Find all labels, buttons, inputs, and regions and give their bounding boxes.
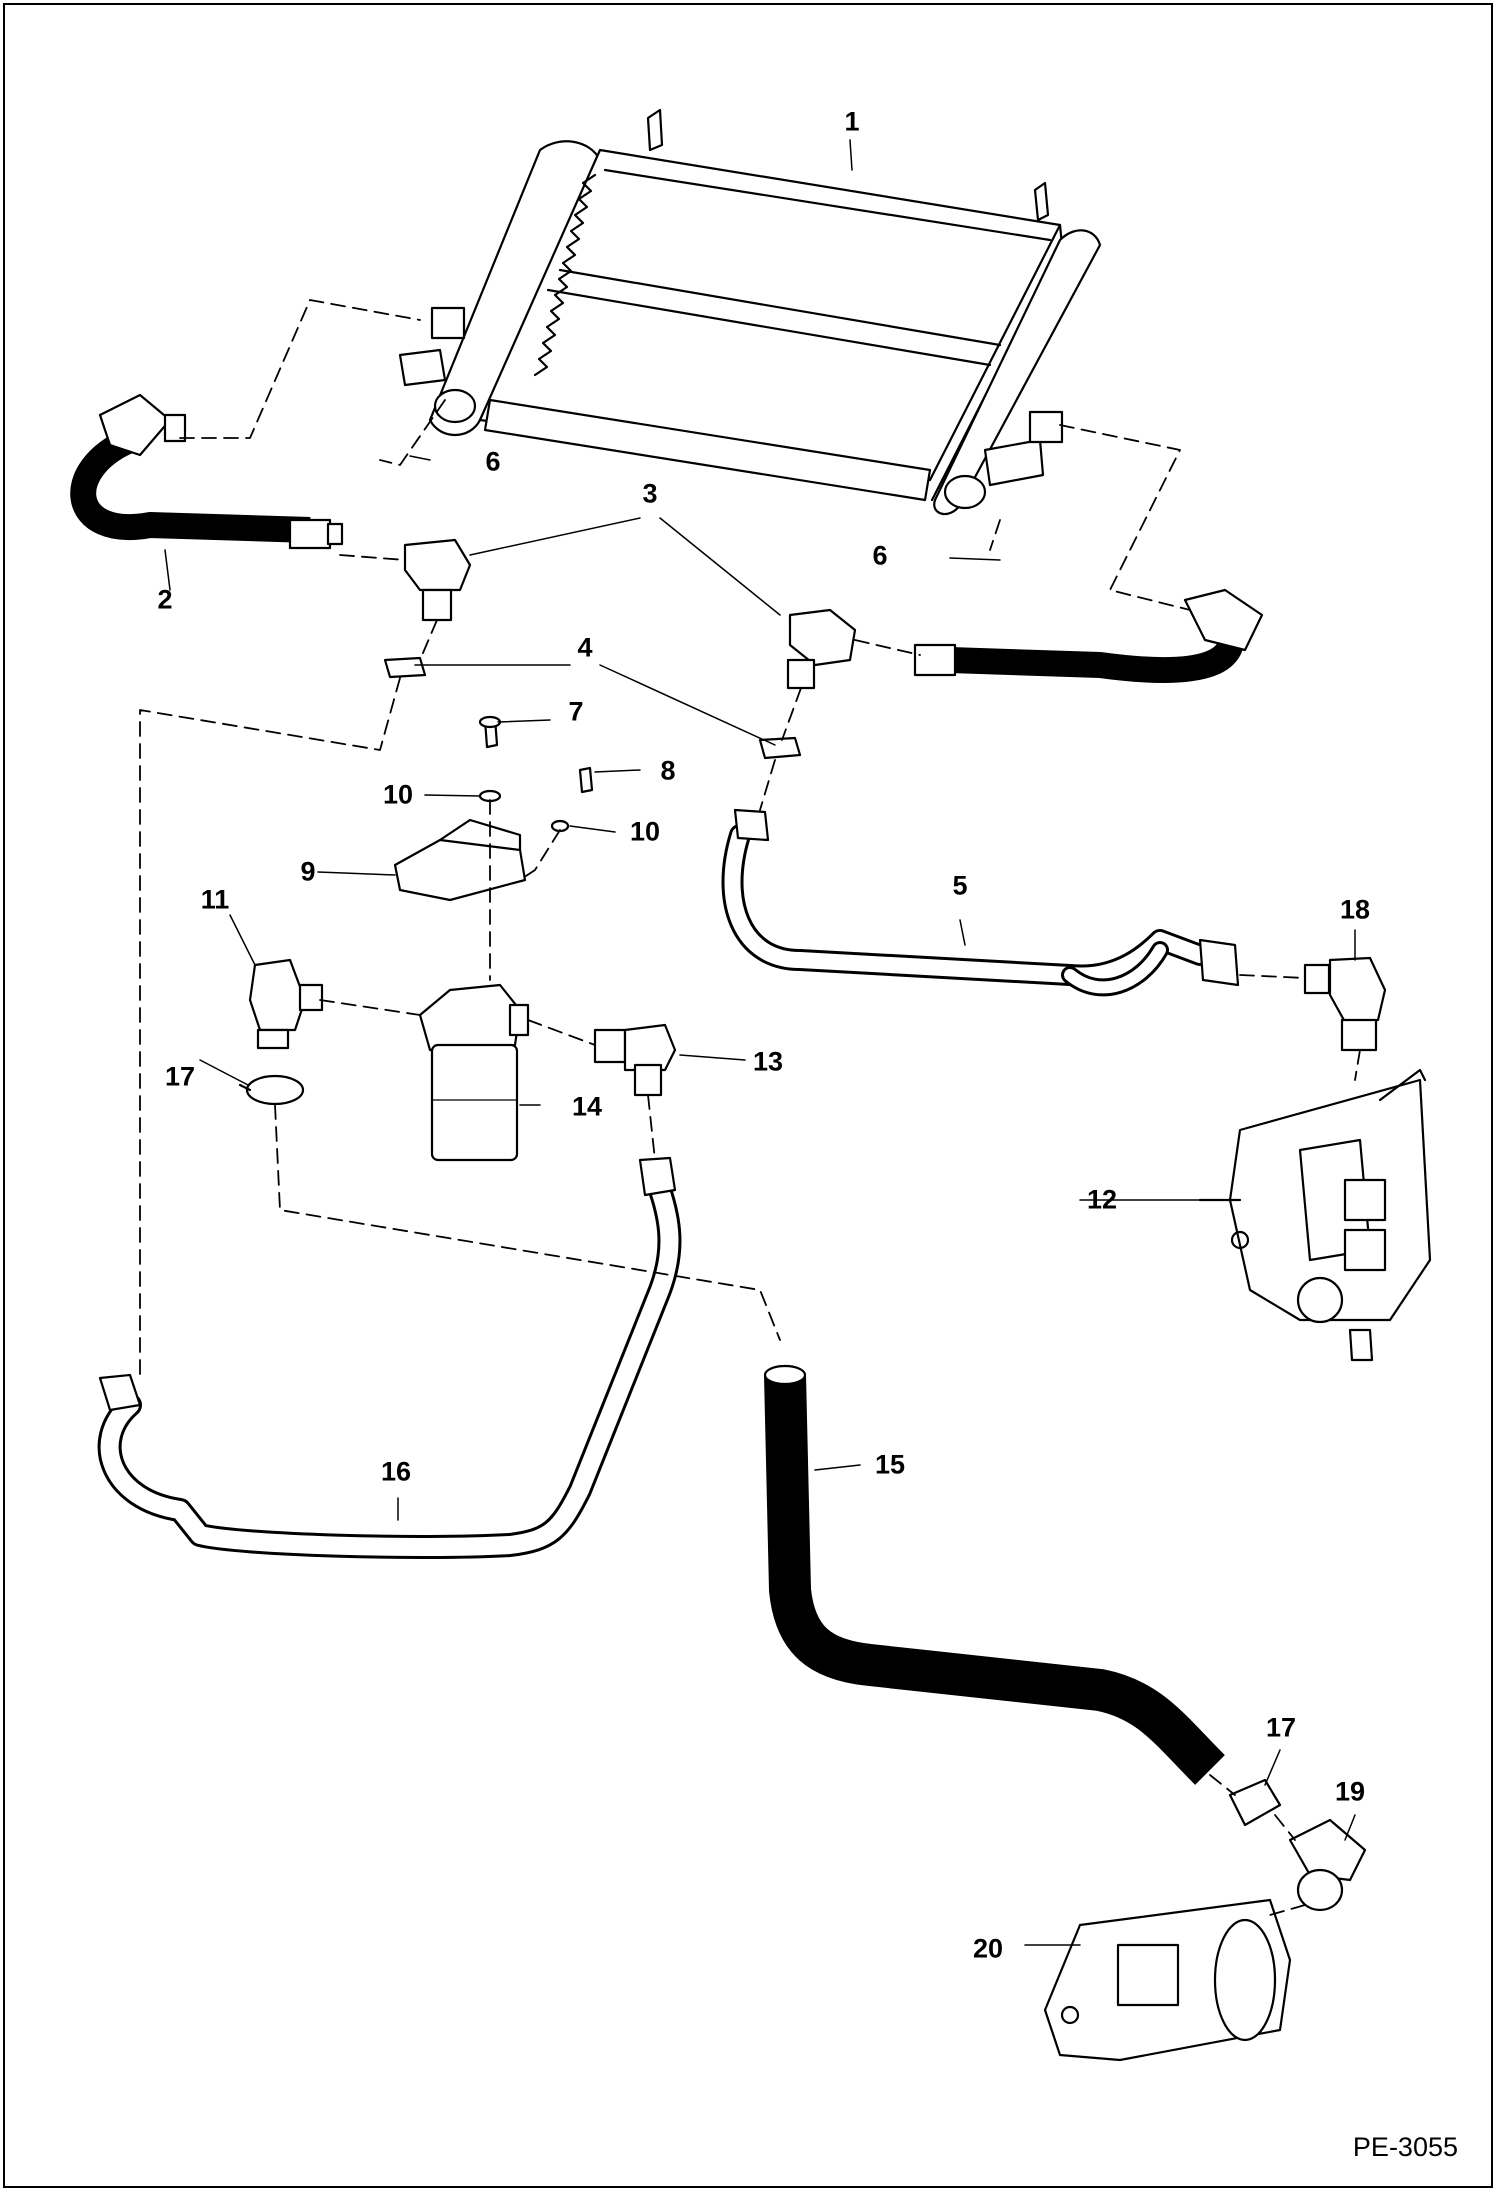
hose-right	[913, 588, 1264, 684]
control-valve	[1198, 1068, 1432, 1362]
callout-19: 19	[1334, 1776, 1366, 1807]
callout-10-right: 10	[629, 816, 661, 847]
callout-7: 7	[568, 696, 584, 727]
callout-17-lower: 17	[1265, 1712, 1297, 1743]
callout-6-lower: 6	[872, 540, 888, 571]
fitting-19	[1288, 1818, 1367, 1912]
hose-clamp-lower	[1228, 1778, 1282, 1827]
elbow-fitting-18	[1303, 956, 1387, 1052]
hose-clamp	[238, 1074, 305, 1106]
tube-left	[97, 1156, 682, 1559]
elbow-fitting-11	[248, 958, 324, 1050]
assembly-dashed-lines	[139, 299, 1361, 1916]
callout-3: 3	[642, 478, 658, 509]
callout-2: 2	[157, 584, 173, 615]
callout-4: 4	[577, 632, 593, 663]
callout-8: 8	[660, 755, 676, 786]
oil-filter	[418, 983, 530, 1162]
callout-12: 12	[1086, 1184, 1118, 1215]
callout-13: 13	[752, 1046, 784, 1077]
tube-right	[721, 808, 1240, 997]
callout-20: 20	[972, 1933, 1004, 1964]
tee-fitting	[593, 1023, 677, 1097]
hydraulic-pump	[1043, 1898, 1292, 2062]
elbow-fitting-left	[383, 538, 472, 679]
callout-16: 16	[380, 1456, 412, 1487]
callout-11: 11	[200, 884, 230, 915]
suction-hose	[763, 1364, 1225, 1785]
callout-17-upper: 17	[164, 1061, 196, 1092]
oil-cooler	[398, 108, 1102, 516]
hose-left	[70, 393, 344, 550]
leader-lines	[164, 139, 1356, 1946]
drawing-number: PE-3055	[1352, 2132, 1458, 2162]
callout-5: 5	[952, 870, 968, 901]
callout-18: 18	[1339, 894, 1371, 925]
drawing-frame	[3, 3, 1493, 2188]
callout-15: 15	[874, 1449, 906, 1480]
callout-1: 1	[844, 106, 860, 137]
callout-10-left: 10	[382, 779, 414, 810]
callout-14: 14	[571, 1091, 603, 1122]
elbow-fitting-right	[758, 608, 857, 760]
callout-9: 9	[300, 856, 316, 887]
callout-6-upper: 6	[485, 446, 501, 477]
bracket-hardware	[393, 715, 594, 902]
